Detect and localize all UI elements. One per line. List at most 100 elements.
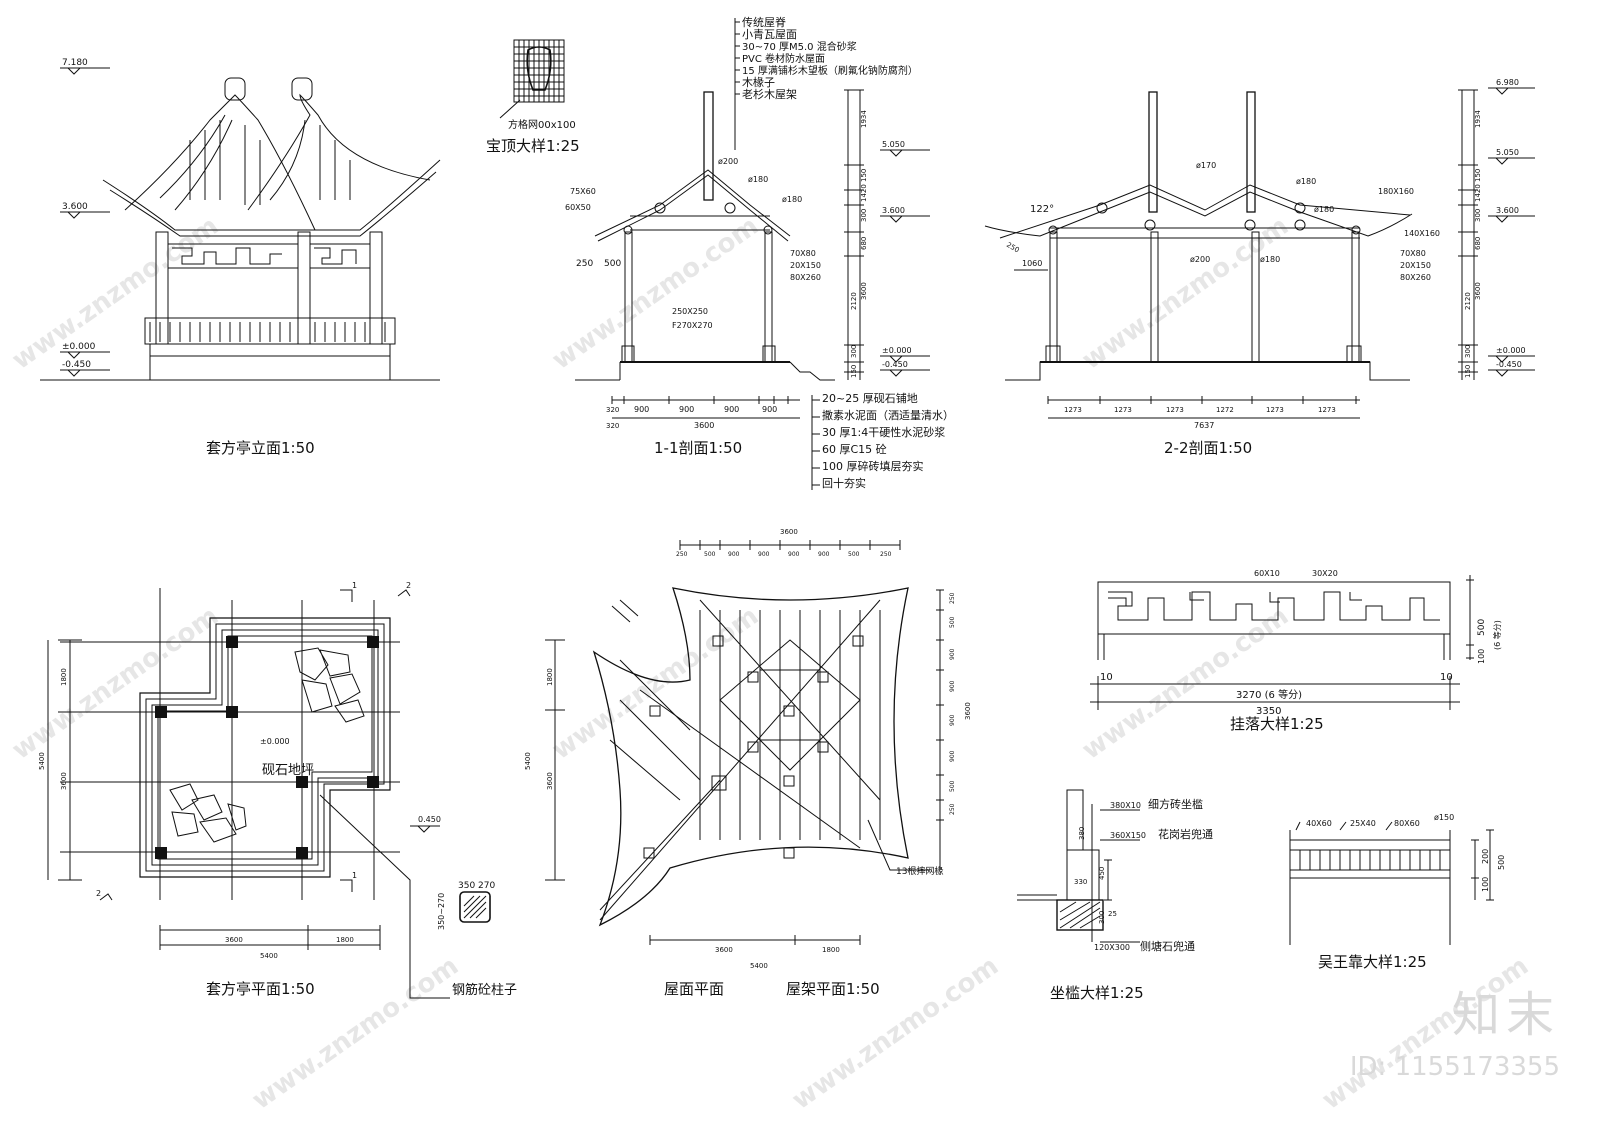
vdim-label: 300: [1464, 345, 1472, 358]
dim-label: ø180: [1314, 205, 1334, 214]
dim-label: 330: [1074, 878, 1087, 886]
bay-dim-label: 1272: [1216, 406, 1234, 414]
dim-label: 3600: [225, 936, 243, 944]
dim-label: 3600: [694, 421, 714, 430]
dim-label: 25X40: [1350, 819, 1376, 828]
dim-label: 3600: [780, 528, 798, 536]
dim-label: 900: [949, 680, 956, 692]
dim-label: 500: [704, 551, 716, 558]
dim-label: 1800: [822, 946, 840, 954]
dim-label: 5400: [524, 752, 532, 770]
dim-label: 250: [949, 803, 956, 815]
section-mark-label: 2: [406, 581, 411, 590]
angle-label: 122°: [1030, 204, 1054, 215]
dim-label: 40X60: [1306, 819, 1332, 828]
dim-label: 500: [949, 616, 956, 628]
plan-title: 套方亭平面1:50: [206, 980, 315, 998]
roof-plan-drawing: [545, 540, 944, 945]
vdim-label: 1934: [1474, 110, 1482, 128]
sill-label: 细方砖坐槛: [1148, 797, 1203, 811]
dim-label: 80X60: [1394, 819, 1420, 828]
dim-label: 3350: [1256, 706, 1281, 717]
section-2-2-drawing: [984, 87, 1535, 419]
roof-plan-title: 屋面平面: [664, 980, 725, 998]
dim-label: 900: [679, 405, 694, 414]
dim-label: 60X50: [565, 203, 591, 212]
column-label: 钢筋砼柱子: [452, 982, 517, 998]
bay-dim-label: 1273: [1266, 406, 1284, 414]
dim-label: 900: [634, 405, 649, 414]
vdim-label: 150: [860, 169, 868, 182]
level-label: 0.450: [418, 815, 441, 824]
level-label: 3.600: [882, 206, 905, 215]
dim-label: ø180: [1260, 255, 1280, 264]
plan-drawing: [47, 588, 491, 999]
dim-label: 75X60: [570, 187, 596, 196]
bay-dim-label: 1273: [1166, 406, 1184, 414]
floor-layer-label: 60 厚C15 砼: [822, 443, 887, 456]
elevation-drawing: [40, 67, 441, 381]
level-label: 5.050: [1496, 148, 1519, 157]
dim-label: 900: [949, 648, 956, 660]
hanging-frets-detail: [1090, 575, 1474, 710]
level-label: 6.980: [1496, 78, 1519, 87]
bay-dim-label: 1273: [1064, 406, 1082, 414]
level-label: 3.600: [1496, 206, 1519, 215]
dim-label: 20X150: [790, 261, 821, 270]
level-label: ±0.000: [62, 342, 96, 352]
vdim-label: 150: [1474, 169, 1482, 182]
watermark-id: ID: 1155173355: [1349, 1052, 1560, 1082]
section-1-1-title: 1-1剖面1:50: [654, 439, 743, 457]
dim-label: 1800: [60, 668, 68, 686]
dim-label: 120X300: [1094, 943, 1130, 952]
level-label: -0.450: [882, 360, 908, 369]
dim-label: 5400: [38, 752, 46, 770]
vdim-label: 150: [850, 365, 858, 378]
section-mark-label: 1: [352, 871, 357, 880]
dim-label: 900: [788, 551, 800, 558]
dim-label: 100: [1481, 877, 1490, 892]
section-2-2-title: 2-2剖面1:50: [1164, 439, 1253, 457]
dim-label: 320: [606, 422, 619, 430]
vdim-label: 1934: [860, 110, 868, 128]
wuwang-title: 吴王靠大样1:25: [1318, 953, 1427, 971]
wuwang-bench-detail: [1289, 821, 1494, 945]
dim-label: 20X150: [1400, 261, 1431, 270]
section-mark-label: 2: [96, 889, 101, 898]
dim-label: 250: [880, 551, 892, 558]
level-label: ±0.000: [260, 737, 290, 746]
dim-label: 3600: [60, 772, 68, 790]
dim-label: 900: [724, 405, 739, 414]
level-label: 5.050: [882, 140, 905, 149]
floor-layer-label: 100 厚碎砖填层夯实: [822, 459, 924, 473]
elevation-title: 套方亭立面1:50: [206, 439, 315, 457]
dim-label: 270: [478, 881, 495, 891]
vdim-label: 1420: [1474, 184, 1482, 202]
vdim-label: 680: [1474, 237, 1482, 250]
dim-label: 450: [1098, 867, 1106, 880]
dim-label: 250: [676, 551, 688, 558]
dim-label: ø180: [782, 195, 802, 204]
dim-label: 500: [848, 551, 860, 558]
roof-layer-label: 小青瓦屋面: [742, 28, 797, 41]
dim-label: 25: [1108, 910, 1117, 918]
vdim-label: 300: [860, 209, 868, 222]
vdim-label: 680: [860, 237, 868, 250]
vdim-label: 150: [1464, 365, 1472, 378]
dim-label: 380: [1078, 827, 1086, 840]
dim-label: 1800: [336, 936, 354, 944]
dim-label: (6 等分): [1492, 620, 1502, 650]
dim-label: ø180: [748, 175, 768, 184]
sill-detail: [1017, 789, 1140, 943]
plan-floor-label: 砚石地坪: [262, 763, 314, 778]
dim-label: 140X160: [1404, 229, 1440, 238]
dim-label: 60X10: [1254, 569, 1280, 578]
dim-label: 3600: [546, 772, 554, 790]
dim-label: 3270 (6 等分): [1236, 688, 1302, 701]
dim-label: 200: [1481, 849, 1490, 864]
roof-layer-label: 木椽子: [742, 76, 775, 89]
dim-label: 3600: [715, 946, 733, 954]
roof-layer-label: 30~70 厚M5.0 混合砂浆: [742, 40, 857, 53]
dim-label: 500: [949, 780, 956, 792]
dim-label: 5400: [750, 962, 768, 970]
